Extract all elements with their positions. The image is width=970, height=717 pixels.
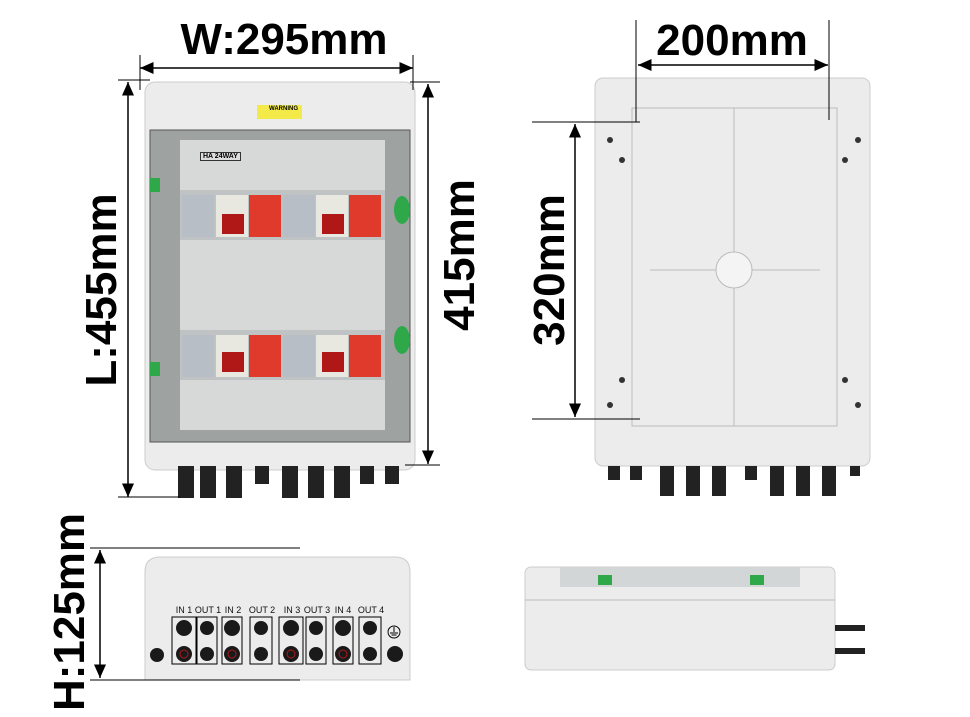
side-view [524, 566, 865, 671]
port-label: IN 1 [175, 605, 193, 615]
front-view [118, 55, 440, 498]
height-dimension-label: H:125mm [45, 512, 94, 712]
port-label: IN 3 [283, 605, 301, 615]
back-view [532, 20, 871, 496]
port-label: OUT 2 [248, 605, 276, 615]
port-label: OUT 1 [194, 605, 222, 615]
inner-height-dimension-label: 415mm [435, 179, 484, 331]
length-dimension-label: L:455mm [77, 193, 126, 387]
port-label: IN 4 [334, 605, 352, 615]
bottom-view [90, 547, 411, 681]
ground-icon [387, 625, 401, 639]
port-label: IN 2 [224, 605, 242, 615]
model-nameplate: HA 24WAY [200, 152, 241, 161]
width-dimension-label: W:295mm [180, 15, 388, 64]
port-label: OUT 4 [357, 605, 385, 615]
port-label: OUT 3 [303, 605, 331, 615]
warning-label: WARNING [257, 105, 302, 119]
hole-spacing-height-label: 320mm [525, 194, 574, 346]
hole-spacing-width-label: 200mm [656, 16, 808, 65]
breaker-row-bottom [182, 335, 381, 377]
breaker-row-top [182, 195, 381, 237]
